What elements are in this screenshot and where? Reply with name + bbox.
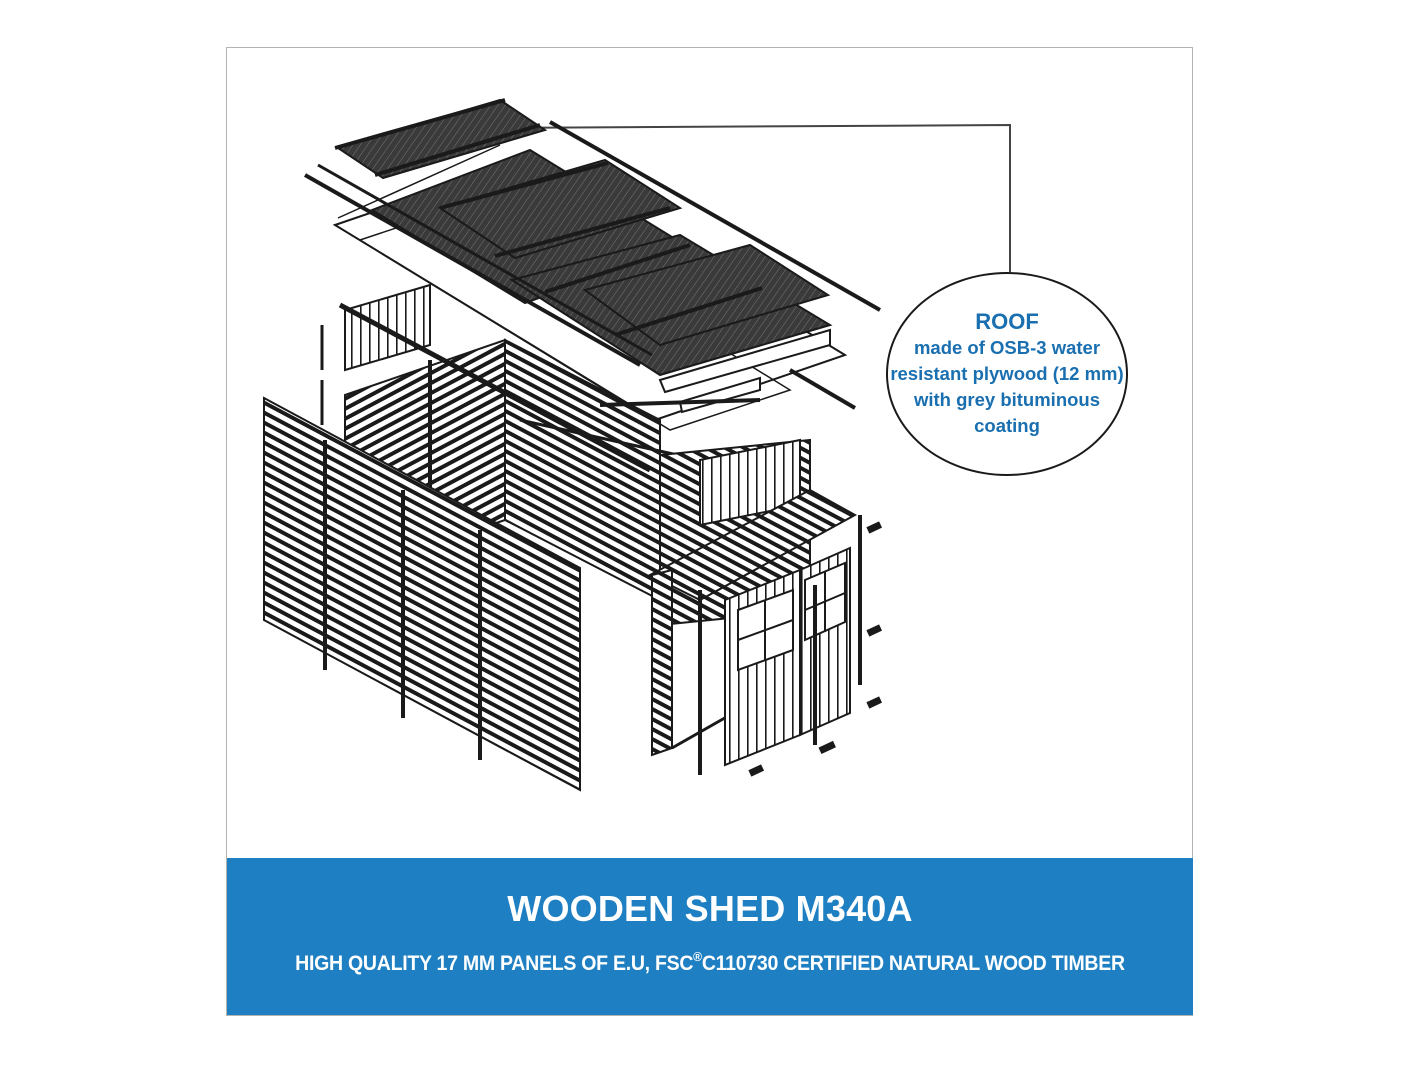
- product-title: WOODEN SHED M340A: [507, 888, 913, 929]
- roof-panels: [304, 98, 881, 431]
- floor-panel: [647, 488, 858, 602]
- roof-callout: ROOF made of OSB-3 water resistant plywo…: [886, 272, 1128, 476]
- registered-mark: ®: [693, 949, 702, 964]
- tagline-part-2: C110730 CERTIFIED NATURAL WOOD TIMBER: [701, 952, 1125, 975]
- product-banner: WOODEN SHED M340A HIGH QUALITY 17 MM PAN…: [227, 858, 1193, 1015]
- side-wall-with-door: [651, 515, 883, 777]
- callout-line: made of OSB-3 water: [913, 337, 1101, 358]
- callout-leader-line: [489, 123, 1011, 272]
- product-tagline: HIGH QUALITY 17 MM PANELS OF E.U, FSC®C1…: [261, 944, 1159, 977]
- front-wall-panel: [263, 325, 581, 792]
- callout-title: ROOF: [975, 309, 1039, 334]
- callout-line: coating: [974, 415, 1040, 436]
- tagline-part-1: HIGH QUALITY 17 MM PANELS OF E.U, FSC: [295, 952, 694, 975]
- callout-line: resistant plywood (12 mm): [890, 363, 1124, 384]
- callout-line: with grey bituminous: [913, 389, 1101, 410]
